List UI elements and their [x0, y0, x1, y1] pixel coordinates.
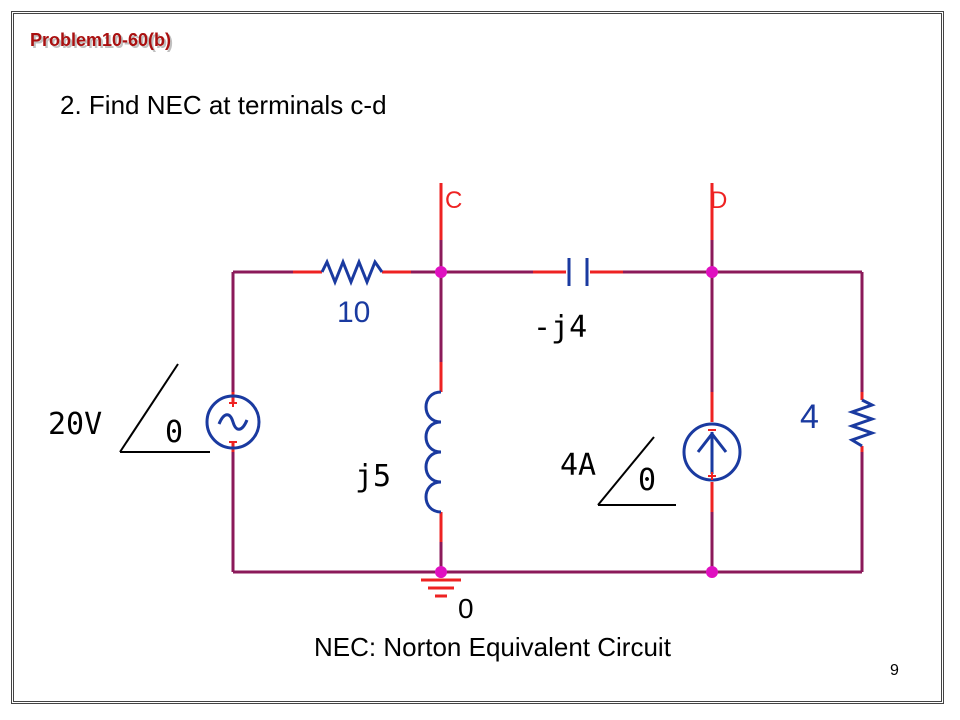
- node-dots: [435, 266, 718, 578]
- vsource-angle: 0: [165, 415, 183, 450]
- capacitor-icon: [567, 258, 589, 286]
- page-number: 9: [890, 662, 899, 679]
- series-resistor-icon: [320, 257, 384, 287]
- node-dot-d: [706, 266, 718, 278]
- current-source-icon: [682, 422, 742, 482]
- node-dot-bottom-right: [706, 566, 718, 578]
- ground-label: 0: [458, 593, 474, 624]
- vsource-magnitude: 20V: [48, 407, 102, 442]
- node-dot-ground: [435, 566, 447, 578]
- isource-phasor-angle-mark: [597, 436, 676, 506]
- load-resistor-icon: [847, 398, 877, 448]
- problem-label: Problem10-60(b): [30, 30, 172, 50]
- load-resistor-value: 4: [800, 398, 819, 436]
- terminal-d-label: D: [710, 187, 727, 214]
- isource-magnitude: 4A: [560, 448, 596, 483]
- terminal-c-label: C: [445, 187, 462, 214]
- series-resistor-value: 10: [337, 296, 370, 329]
- vsource-phasor-angle-mark: [119, 363, 210, 453]
- inductor-value: j5: [355, 459, 391, 494]
- isource-angle: 0: [638, 463, 656, 498]
- node-dot-c: [435, 266, 447, 278]
- wires: [231, 183, 864, 574]
- caption-text: NEC: Norton Equivalent Circuit: [314, 632, 671, 662]
- question-text: 2. Find NEC at terminals c-d: [60, 90, 387, 120]
- problem-label-shadow: Problem10-60(b): [32, 32, 174, 52]
- slide-frame: [11, 11, 944, 704]
- capacitor-value: -j4: [533, 310, 587, 345]
- voltage-source-icon: [205, 394, 261, 450]
- inductor-icon: [424, 390, 442, 514]
